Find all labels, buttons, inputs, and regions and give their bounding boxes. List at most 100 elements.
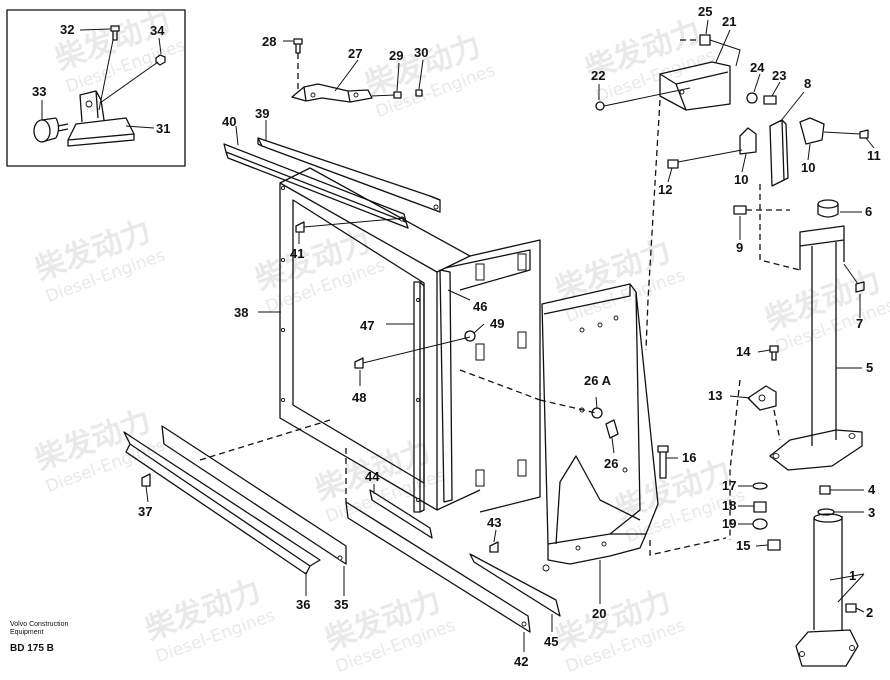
assembly-line (645, 99, 661, 351)
callout-45: 45 (544, 634, 558, 649)
callout-25: 25 (698, 4, 712, 19)
leader-line (98, 39, 114, 111)
callout-10b: 10 (801, 160, 815, 175)
callout-38: 38 (234, 305, 248, 320)
bolt-41 (295, 221, 305, 233)
callout-5: 5 (866, 360, 873, 375)
hole (280, 257, 286, 263)
callout-7: 7 (856, 316, 863, 331)
strip-40-edge (225, 151, 409, 229)
caption-line-2: Equipment (10, 629, 44, 636)
inset-frame (6, 9, 186, 167)
hole (353, 92, 359, 98)
slot (475, 343, 485, 361)
leader-line (611, 437, 615, 454)
leader-line (807, 143, 811, 161)
hole (849, 645, 855, 651)
callout-47: 47 (360, 318, 374, 333)
plate-8 (769, 119, 785, 187)
callout-28: 28 (262, 34, 276, 49)
nut-49 (464, 330, 476, 342)
callout-34: 34 (150, 23, 165, 38)
hole (542, 564, 550, 572)
inset-detail (6, 9, 186, 167)
assembly-line (649, 537, 727, 556)
hole (416, 398, 420, 402)
nut-12 (667, 159, 679, 169)
callout-10a: 10 (734, 172, 748, 187)
post-base (795, 629, 859, 667)
pillar-tube (811, 242, 837, 446)
callout-41: 41 (290, 246, 304, 261)
leader-line (843, 263, 859, 285)
leader-line (757, 349, 771, 353)
hole (280, 327, 286, 333)
pillar-top (799, 225, 845, 247)
leader-line (865, 137, 875, 149)
callout-14: 14 (736, 344, 751, 359)
leader-line (396, 62, 400, 92)
knob-33 (33, 119, 51, 143)
post-1 (795, 485, 865, 667)
callout-31: 31 (156, 121, 170, 136)
callout-16: 16 (682, 450, 696, 465)
bracket-31-upright (79, 90, 105, 123)
callout-12: 12 (658, 182, 672, 197)
leader-line (709, 39, 741, 67)
bolt-25 (699, 34, 711, 46)
callout-23: 23 (772, 68, 786, 83)
assembly-line (199, 419, 331, 461)
callout-21: 21 (722, 14, 736, 29)
callout-13: 13 (708, 388, 722, 403)
leader-line (418, 59, 424, 90)
leader-line (303, 217, 405, 228)
leader-line (755, 544, 769, 547)
leader-line (729, 395, 751, 399)
hole (310, 92, 316, 98)
bracket-31-base (67, 117, 135, 141)
frame-side (436, 239, 541, 513)
knob-33-stud (57, 123, 69, 132)
top-strips (223, 120, 441, 244)
vertical-strips (354, 269, 485, 513)
assembly-line (759, 184, 801, 271)
hole (613, 315, 619, 321)
callout-11: 11 (867, 148, 881, 163)
callout-24: 24 (750, 60, 765, 75)
callout-26a: 26 A (584, 373, 612, 388)
strip-47 (413, 281, 421, 513)
leader-line (595, 396, 598, 409)
hole (679, 89, 685, 95)
callout-6: 6 (865, 204, 872, 219)
slot (475, 263, 485, 281)
bracket-21-edge (659, 71, 729, 111)
leader-line (677, 149, 743, 163)
callout-18: 18 (722, 498, 736, 513)
callout-37: 37 (138, 504, 152, 519)
callout-20: 20 (592, 606, 606, 621)
pillar-5 (769, 199, 865, 471)
knob-33-body (41, 117, 60, 143)
bracket-assembly-8 (667, 91, 875, 271)
callout-22: 22 (591, 68, 605, 83)
hole (575, 545, 581, 551)
bolt-11 (859, 129, 869, 139)
callout-29: 29 (389, 48, 403, 63)
callout-8: 8 (804, 76, 811, 91)
bracket-31-web (95, 90, 99, 119)
leader-line (823, 131, 861, 135)
hole (601, 541, 607, 547)
leader-line (771, 81, 781, 97)
hole (280, 185, 286, 191)
leader-line (334, 59, 359, 92)
plate-8-edge (781, 119, 789, 181)
strip-47-edge (419, 281, 425, 513)
callout-17: 17 (722, 478, 736, 493)
hole (622, 467, 628, 473)
slot (517, 459, 527, 477)
callout-33: 33 (32, 84, 46, 99)
rail-35 (161, 425, 347, 565)
leader-line (779, 91, 805, 123)
bracket-27 (291, 83, 373, 103)
